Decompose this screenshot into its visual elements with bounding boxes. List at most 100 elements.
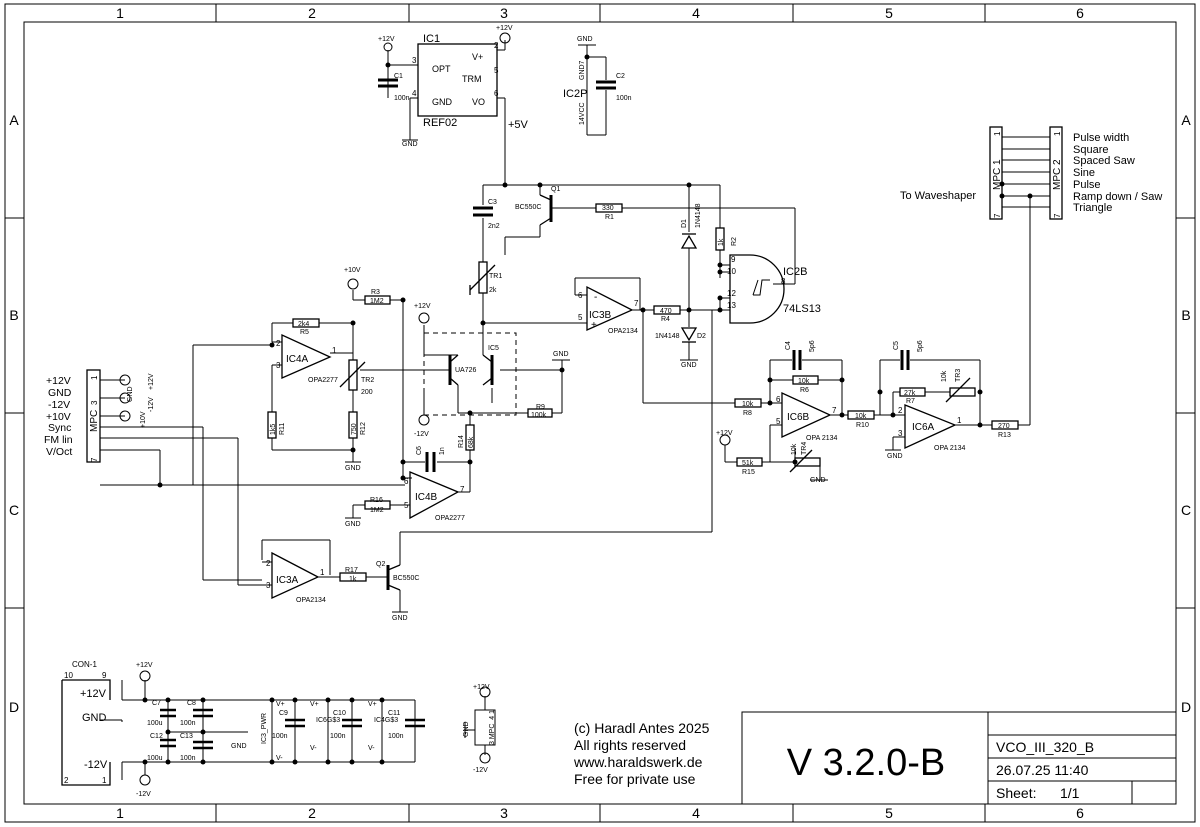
resistor-r6 xyxy=(792,375,819,385)
r12-label: R12 xyxy=(360,422,367,435)
mpc4-label: 3 MPC_4 1 xyxy=(489,710,496,745)
col-label-1: 1 xyxy=(116,5,124,21)
resistor-r9 xyxy=(527,408,553,418)
waveshaper-out-6: Ramp down / Saw xyxy=(1073,191,1162,203)
con1-minus12-label: -12V xyxy=(84,759,108,771)
c7-value: 100u xyxy=(147,720,163,727)
r14-label: R14 xyxy=(458,435,465,448)
ic5-label: IC5 xyxy=(488,345,499,352)
mpc4-plus12-label: +12V xyxy=(473,684,490,691)
mpc-left-pin3-num: 3 xyxy=(90,400,99,405)
ic6-pwr-label: IC6G$3 xyxy=(316,717,340,724)
trimmer-tr2 xyxy=(339,359,366,391)
con1-pin1: 1 xyxy=(102,776,107,785)
power-gnd-label: GND xyxy=(231,743,247,750)
power-connector-con1 xyxy=(61,679,111,786)
con1-label: CON-1 xyxy=(72,660,97,669)
con1-gnd-label: GND xyxy=(82,712,107,724)
mpc1-pin1: 1 xyxy=(993,131,1002,136)
col-label-4: 4 xyxy=(692,5,700,21)
c3-label: C3 xyxy=(488,199,497,206)
c2-label: C2 xyxy=(616,73,625,80)
ic1-vplus-pin: V+ xyxy=(472,52,483,62)
mpc1-pin7: 7 xyxy=(993,213,1002,218)
ic1-pin2: 2 xyxy=(494,41,499,50)
ic3-pwr-label: IC3_PWR xyxy=(261,713,268,744)
schmitt-nand-ic2b xyxy=(729,254,785,324)
r16-label: R16 xyxy=(370,497,383,504)
c12-label: C12 xyxy=(150,733,163,740)
resistor-r5 xyxy=(292,318,320,328)
tr4-value: 10k xyxy=(791,443,798,455)
resistor-r16 xyxy=(364,500,391,510)
mpc2-pin1: 1 xyxy=(1053,131,1062,136)
rights-text: All rights reserved xyxy=(574,737,686,753)
ic1-gnd-label: GND xyxy=(402,141,418,148)
capacitor-c4 xyxy=(792,350,802,370)
r3-label: R3 xyxy=(371,289,380,296)
r16-gnd-label: GND xyxy=(345,521,361,528)
c13-label: C13 xyxy=(180,733,193,740)
c6-value: 1n xyxy=(439,447,446,455)
r17-label: R17 xyxy=(345,567,358,574)
ic1-plus12-label: +12V xyxy=(378,36,395,43)
ic4-vplus: V+ xyxy=(368,701,377,708)
ic6a-pin2: 2 xyxy=(898,406,903,415)
r12-gnd-label: GND xyxy=(345,465,361,472)
plus10-label: +10V xyxy=(344,267,361,274)
row-label-a: A xyxy=(9,112,19,128)
ic6a-name: IC6A xyxy=(912,422,935,433)
ic1-pin6: 6 xyxy=(494,89,499,98)
opamp-ic4b xyxy=(409,471,460,520)
mpc-connector-left xyxy=(86,369,101,463)
ic2b-pin8: 8 xyxy=(781,277,786,286)
ic3b-plus: + xyxy=(591,320,597,331)
mpc-left-pin-4: +10V xyxy=(46,411,71,423)
c4-value: 5p6 xyxy=(809,340,816,352)
resistor-r4 xyxy=(653,305,681,315)
r14-value: 68k xyxy=(468,436,475,448)
waveshaper-out-3: Spaced Saw xyxy=(1073,155,1135,167)
opamp-ic6b xyxy=(781,391,832,439)
rail-plus12-label: +12V xyxy=(136,662,153,669)
transistor-q2 xyxy=(386,564,401,591)
opamp-ic4a xyxy=(281,333,332,379)
ic5-minus12-label: -12V xyxy=(414,431,429,438)
row-label-d: D xyxy=(9,699,19,715)
mpc1-connector xyxy=(989,126,1003,220)
tr4-gnd-label: GND xyxy=(810,477,826,484)
ic3b-pin7: 7 xyxy=(634,299,639,308)
c8-value: 100n xyxy=(180,720,196,727)
mpc-left-pin-6: FM lin xyxy=(44,434,73,446)
capacitor-c2 xyxy=(596,80,616,90)
ic6a-pin1: 1 xyxy=(957,416,962,425)
mpc-left-pin1-num: 1 xyxy=(90,375,99,380)
tr2-value: 200 xyxy=(361,389,373,396)
ic1-opt-pin: OPT xyxy=(432,64,451,74)
row-label-right-c: C xyxy=(1181,502,1191,518)
mpc4-minus12-label: -12V xyxy=(473,767,488,774)
ic4a-pin2: 2 xyxy=(276,339,281,348)
mpc-left-pin-5: Sync xyxy=(48,422,71,434)
q1-part: BC550C xyxy=(515,204,541,211)
waveshaper-out-4: Sine xyxy=(1073,167,1095,179)
ic2b-pin12: 12 xyxy=(727,289,736,298)
mpc-plus12-label: +12V xyxy=(148,373,155,390)
r9-value: 100k xyxy=(531,412,547,419)
row-label-right-b: B xyxy=(1181,307,1190,323)
d1-part: 1N4148 xyxy=(695,203,702,228)
tr1-value: 2k xyxy=(489,287,497,294)
ic2b-pin9: 9 xyxy=(731,255,736,264)
ic1-name: IC1 xyxy=(423,33,440,45)
r6-label: R6 xyxy=(800,387,809,394)
c11-label: C11 xyxy=(388,710,400,717)
ic1-top-plus12-label: +12V xyxy=(496,25,513,32)
c2-value: 100n xyxy=(616,95,632,102)
capacitor-c3 xyxy=(473,206,493,217)
c5-value: 5p6 xyxy=(917,340,924,352)
document-date: 26.07.25 11:40 xyxy=(996,762,1089,778)
mpc-minus12-label: -12V xyxy=(148,397,155,412)
version-label: V 3.2.0-B xyxy=(787,742,945,784)
r10-value: 10k xyxy=(855,413,867,420)
ic4a-part: OPA2277 xyxy=(308,377,338,384)
